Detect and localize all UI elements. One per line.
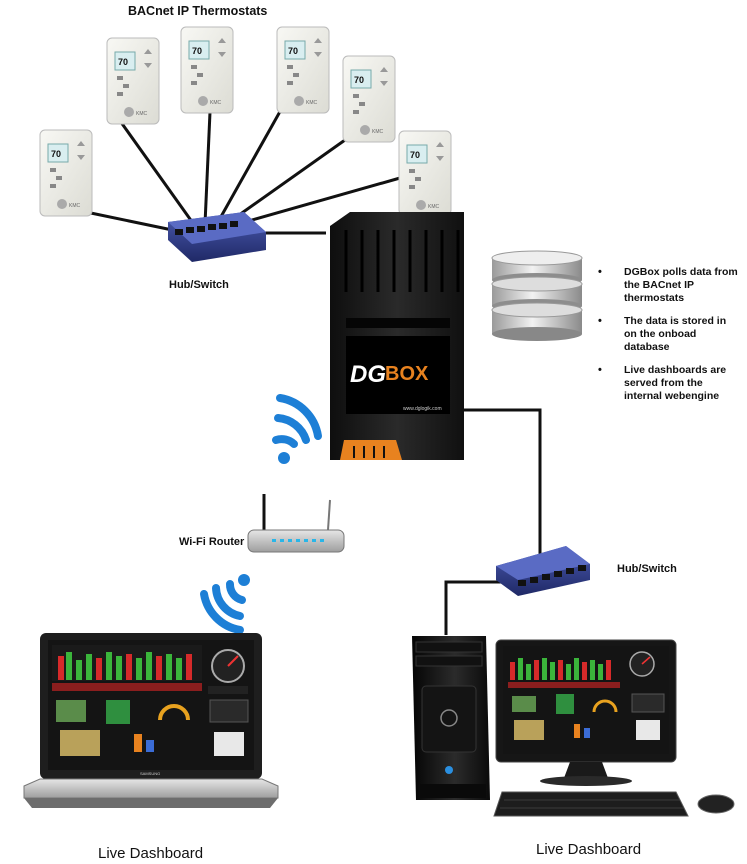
dgbox-device: DG BOX www.dglogik.com — [330, 212, 464, 460]
wifi-icon — [272, 394, 322, 464]
mouse-icon — [697, 794, 735, 814]
wifi-router-label: Wi-Fi Router — [179, 536, 245, 548]
feature-list: DGBox polls data from the BACnet IP ther… — [598, 266, 738, 413]
laptop-brand: SAMSUNG — [140, 771, 160, 776]
desktop-caption: Live Dashboard — [536, 841, 642, 858]
thermostat-display: 70 — [118, 57, 128, 67]
wifi-icon — [200, 574, 250, 634]
thermostat-icon: 70 KMC — [342, 55, 396, 143]
desktop-icon — [412, 636, 490, 800]
dgbox-hub-cable — [462, 408, 542, 578]
thermostat-icon: 70 KMC — [106, 37, 160, 125]
thermostat-brand: KMC — [372, 129, 384, 135]
thermostat-display: 70 — [192, 46, 202, 56]
thermostat-icon: 70 KMC — [398, 130, 452, 216]
thermostat-display: 70 — [288, 46, 298, 56]
thermostat-brand: KMC — [428, 204, 440, 210]
hub-bottom-label: Hub/Switch — [617, 563, 677, 575]
monitor-icon — [495, 639, 677, 786]
hub-icon — [496, 546, 590, 596]
diagram-title: BACnet IP Thermostats — [128, 4, 268, 18]
thermostat-display: 70 — [51, 149, 61, 159]
feature-list-item: DGBox polls data from the BACnet IP ther… — [598, 266, 738, 305]
feature-list-item: The data is stored in on the onboad data… — [598, 315, 738, 354]
keyboard-icon — [493, 791, 689, 817]
dgbox-url: www.dglogik.com — [403, 406, 442, 412]
thermostat-icon: 70 KMC — [39, 129, 93, 217]
feature-list-item: Live dashboards are served from the inte… — [598, 364, 738, 403]
thermostat-display: 70 — [410, 150, 420, 160]
thermostat-icon: 70 KMC — [276, 26, 330, 114]
dgbox-logo-dg: DG — [350, 361, 386, 388]
thermostat-display: 70 — [354, 75, 364, 85]
hub-top-label: Hub/Switch — [169, 279, 229, 291]
thermostat-brand: KMC — [306, 100, 318, 106]
router-icon — [247, 494, 345, 553]
laptop-caption: Live Dashboard — [98, 845, 204, 862]
thermostat-brand: KMC — [69, 203, 81, 209]
thermostat-brand: KMC — [136, 111, 148, 117]
thermostat-icon: 70 KMC — [180, 26, 234, 114]
laptop-icon: SAMSUNG — [23, 633, 279, 808]
hub-icon — [168, 212, 266, 262]
hub-desktop-cable — [444, 580, 520, 635]
dgbox-logo-box: BOX — [385, 363, 429, 385]
thermostat-brand: KMC — [210, 100, 222, 106]
database-icon — [491, 250, 583, 341]
thermostat-cables — [85, 107, 401, 235]
